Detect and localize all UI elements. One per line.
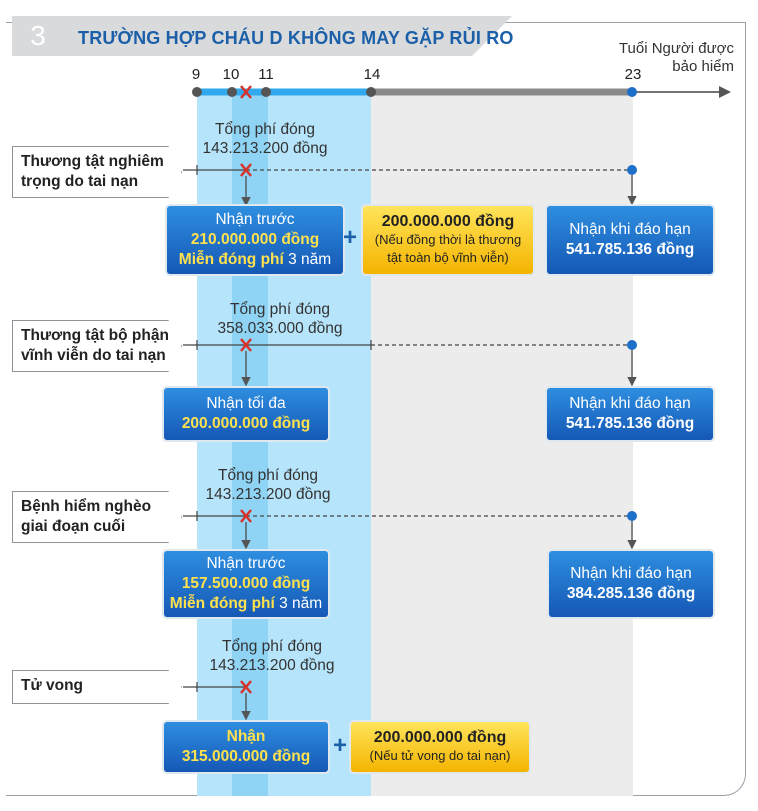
tick-10: 10 (222, 66, 240, 83)
axis-label-line1: Tuổi Người được (618, 40, 734, 57)
scenario2-maturity-box: Nhận khi đáo hạn 541.785.136 đồng (547, 388, 713, 440)
scenario3-premium: Tổng phí đóng 143.213.200 đồng (205, 467, 331, 503)
timeline-dot-9 (192, 87, 202, 97)
timeline-dot-23 (627, 87, 637, 97)
scenario1-extra-box: 200.000.000 đồng (Nếu đồng thời là thươn… (363, 206, 533, 274)
timeline-dot-10 (227, 87, 237, 97)
section-number: 3 (30, 20, 46, 51)
axis-label-line2: bảo hiểm (672, 58, 734, 75)
scenario3-maturity-box: Nhận khi đáo hạn 384.285.136 đồng (549, 551, 713, 617)
scenario1-benefit-box: Nhận trước 210.000.000 đồng Miễn đóng ph… (167, 206, 343, 274)
scenario4-benefit-box: Nhận 315.000.000 đồng (164, 722, 328, 772)
tick-11: 11 (258, 66, 274, 83)
tick-9: 9 (191, 66, 201, 83)
scenario4-cross-icon (240, 680, 252, 694)
scenario4-premium: Tổng phí đóng 143.213.200 đồng (209, 638, 335, 674)
scenario1-cross-icon (240, 163, 252, 177)
axis-label: Tuổi Người được bảo hiểm (560, 40, 734, 76)
scenario4-plus-icon: + (333, 732, 348, 759)
scenario2-benefit-box: Nhận tối đa 200.000.000 đồng (164, 388, 328, 440)
scenario2-label: Thương tật bộ phận vĩnh viễn do tai nạn (12, 320, 182, 372)
tick-23: 23 (624, 66, 642, 83)
scenario2-cross-icon (240, 338, 252, 352)
scenario3-cross-icon (240, 509, 252, 523)
tick-14: 14 (363, 66, 381, 83)
scenario4-label: Tử vong (12, 670, 182, 704)
scenario1-premium: Tổng phí đóng 143.213.200 đồng (202, 121, 328, 157)
scenario1-label: Thương tật nghiêm trọng do tai nạn (12, 146, 182, 198)
timeline-dot-11 (261, 87, 271, 97)
scenario1-maturity-box: Nhận khi đáo hạn 541.785.136 đồng (547, 206, 713, 274)
section-title: TRƯỜNG HỢP CHÁU D KHÔNG MAY GẶP RỦI RO (78, 28, 514, 48)
header-bar (12, 16, 512, 56)
scenario3-benefit-box: Nhận trước 157.500.000 đồng Miễn đóng ph… (164, 551, 328, 617)
timeline-risk-cross-icon (240, 85, 252, 99)
scenario3-label: Bệnh hiểm nghèo giai đoạn cuối (12, 491, 182, 543)
scenario4-extra-box: 200.000.000 đồng (Nếu tử vong do tai nạn… (351, 722, 529, 772)
timeline-dot-14 (366, 87, 376, 97)
scenario2-premium: Tổng phí đóng 358.033.000 đồng (217, 301, 343, 337)
scenario1-plus-icon: + (343, 224, 358, 251)
